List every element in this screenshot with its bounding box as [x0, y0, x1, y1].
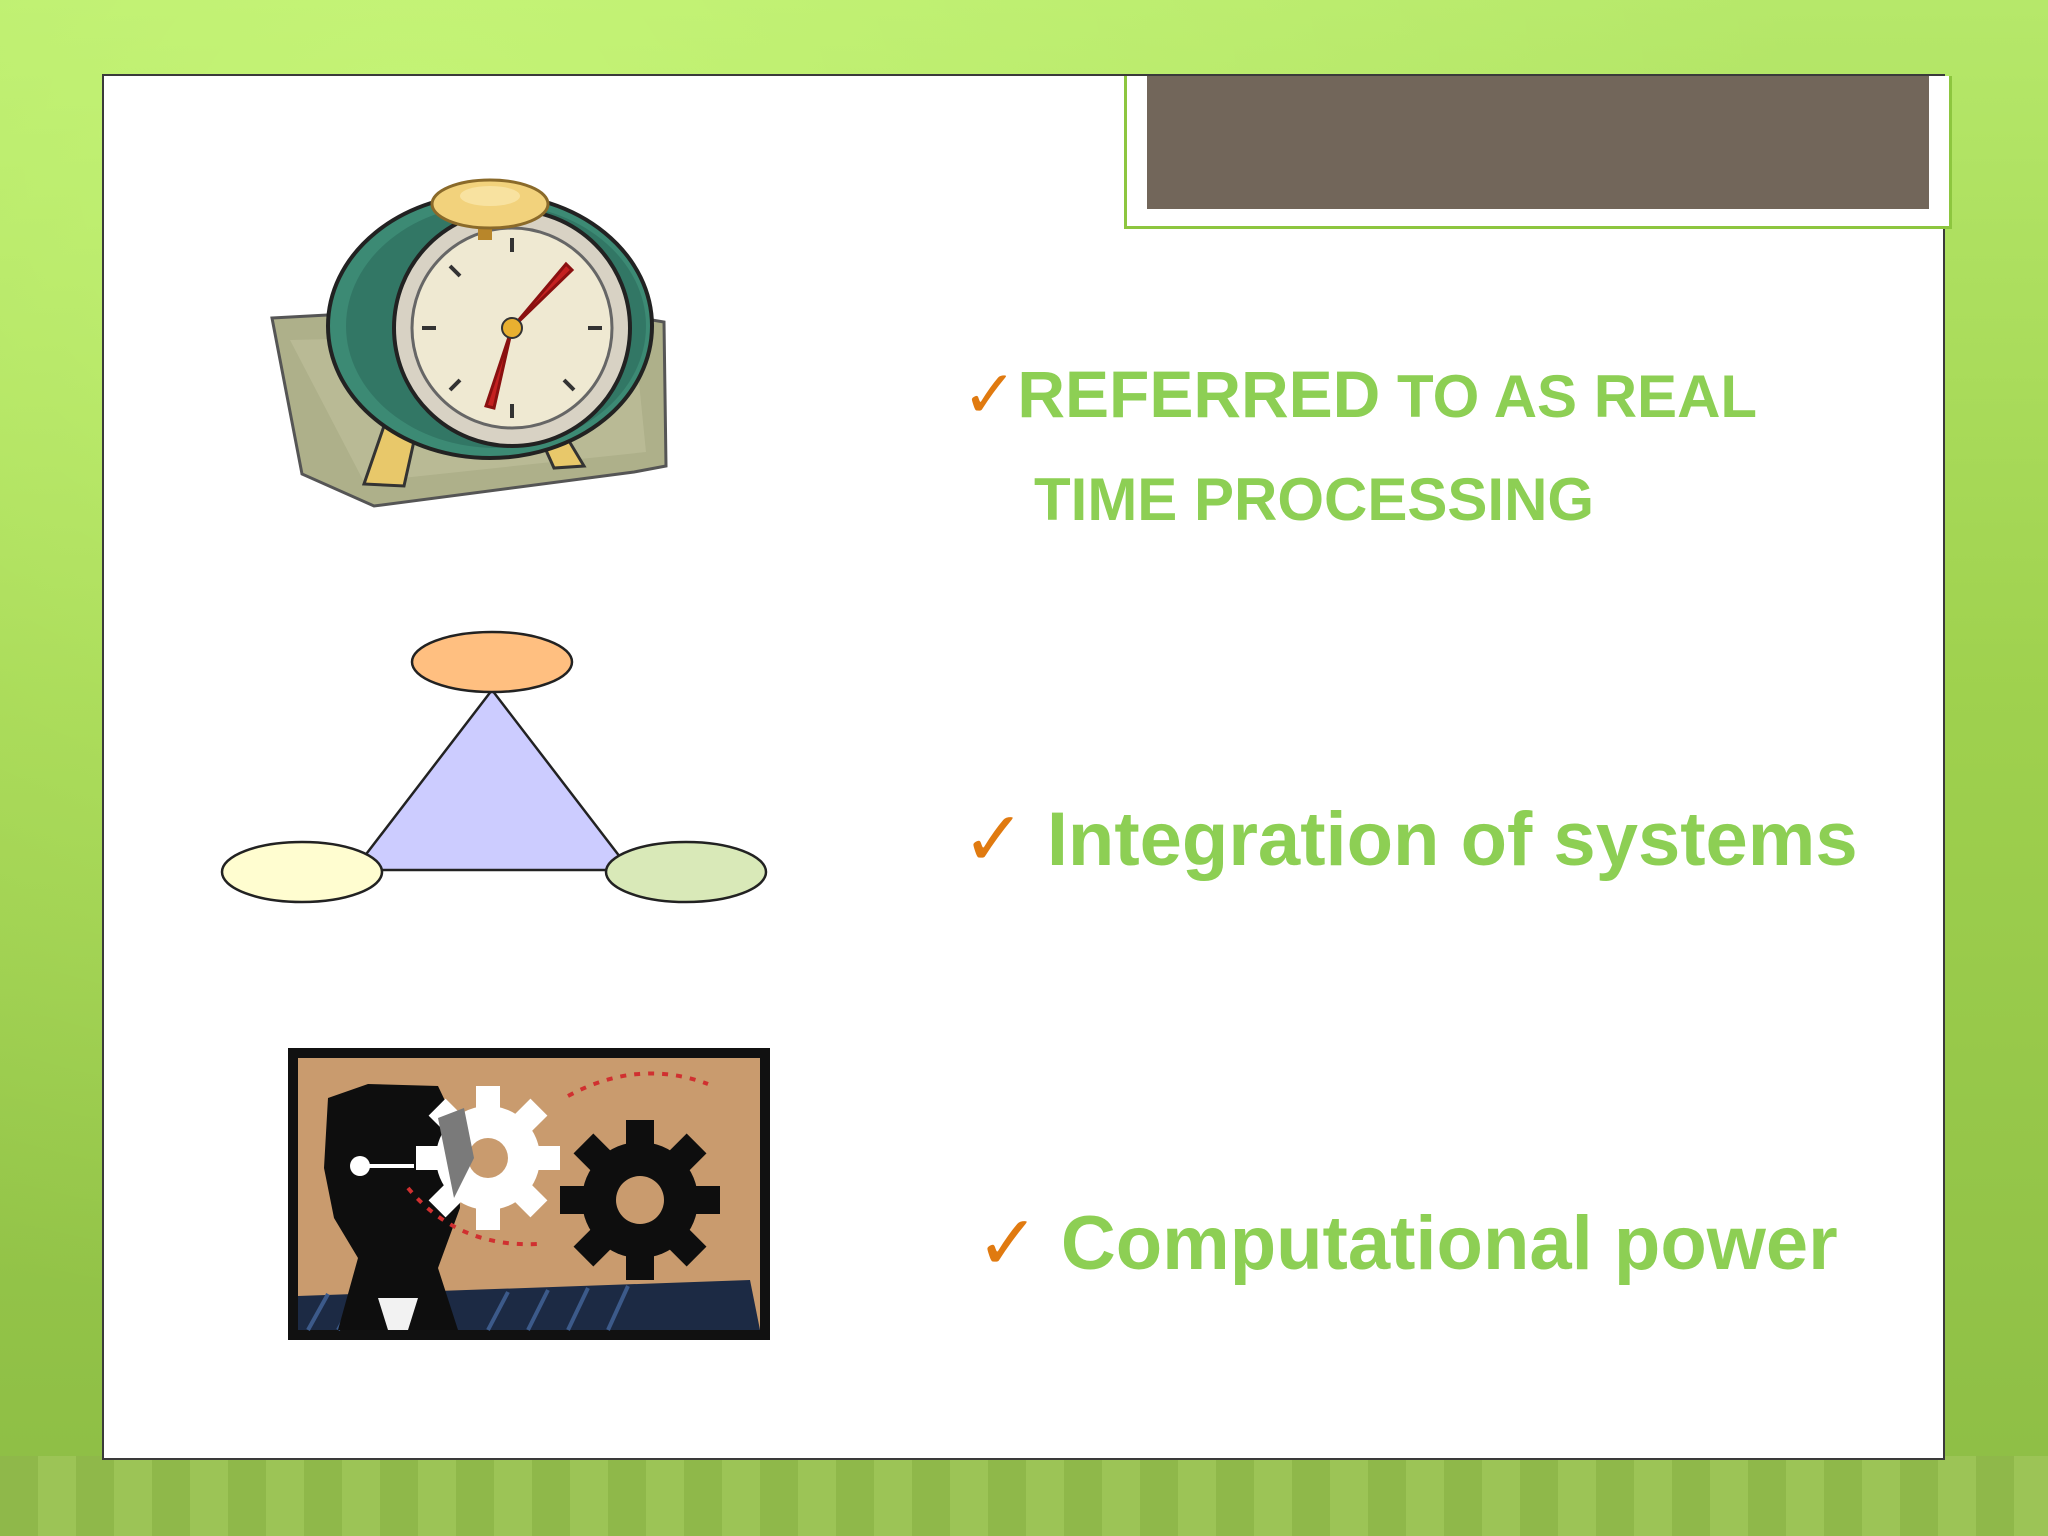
bullet-real-time-line2: TIME PROCESSING: [1034, 466, 1595, 533]
triangle-diagram-icon: [220, 630, 768, 904]
bullet-real-time-big: REFERRED: [1017, 357, 1381, 431]
bullet-computational-text: Computational power: [1060, 1201, 1838, 1286]
checkmark-icon: ✓: [962, 797, 1026, 882]
checkmark-icon: ✓: [976, 1201, 1040, 1286]
title-frame: [1124, 76, 1952, 229]
bullet-real-time-rest: TO AS REAL: [1380, 363, 1758, 430]
title-bar: [1147, 76, 1929, 209]
bullet-real-time: ✓REFERRED TO AS REAL TIME PROCESSING: [962, 344, 1757, 550]
alarm-clock-icon: [270, 178, 668, 508]
head-gears-icon: [288, 1048, 770, 1340]
checkmark-icon: ✓: [962, 357, 1018, 431]
bullet-integration-text: Integration of systems: [1046, 797, 1858, 882]
bullet-integration: ✓ Integration of systems: [962, 790, 1858, 890]
background-stripes: [0, 1456, 2048, 1536]
bullet-computational: ✓ Computational power: [976, 1194, 1838, 1294]
slide-canvas: ✓REFERRED TO AS REAL TIME PROCESSING ✓ I…: [102, 74, 1952, 1460]
